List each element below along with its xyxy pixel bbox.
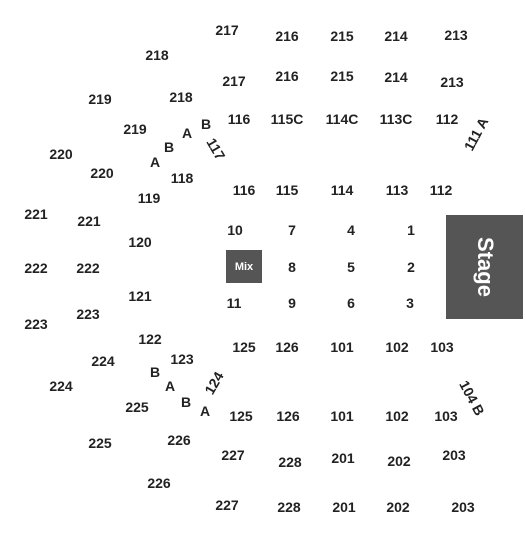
section-label-213[interactable]: 213 — [440, 74, 464, 90]
section-label-225[interactable]: 225 — [125, 399, 149, 415]
section-label-125[interactable]: 125 — [232, 339, 256, 355]
section-label-201[interactable]: 201 — [331, 450, 355, 466]
section-label-226[interactable]: 226 — [167, 432, 191, 448]
section-label-115[interactable]: 115 — [275, 182, 299, 198]
section-label-219[interactable]: 219 — [123, 121, 147, 137]
section-label-225[interactable]: 225 — [88, 435, 112, 451]
stage: Stage — [446, 215, 523, 319]
section-label-222[interactable]: 222 — [76, 260, 100, 276]
section-label-114[interactable]: 114 — [330, 182, 354, 198]
section-label-202[interactable]: 202 — [387, 453, 411, 469]
section-label-203[interactable]: 203 — [442, 447, 466, 463]
section-label-202[interactable]: 202 — [386, 499, 410, 515]
section-label-115c[interactable]: 115C — [270, 111, 304, 127]
section-label-228[interactable]: 228 — [277, 499, 301, 515]
section-label-116[interactable]: 116 — [227, 111, 251, 127]
section-label-227[interactable]: 227 — [221, 447, 245, 463]
section-label-228[interactable]: 228 — [278, 454, 302, 470]
section-label-9[interactable]: 9 — [288, 295, 296, 311]
section-label-221[interactable]: 221 — [77, 213, 101, 229]
section-label-112[interactable]: 112 — [429, 182, 453, 198]
section-label-122[interactable]: 122 — [138, 331, 162, 347]
section-label-214[interactable]: 214 — [384, 69, 408, 85]
section-label-103[interactable]: 103 — [434, 408, 458, 424]
stage-label: Stage — [472, 237, 498, 297]
section-label-201[interactable]: 201 — [332, 499, 356, 515]
section-label-221[interactable]: 221 — [24, 206, 48, 222]
section-label-124[interactable]: 124 — [201, 368, 227, 398]
section-label-222[interactable]: 222 — [24, 260, 48, 276]
row-label-a[interactable]: A — [199, 403, 211, 419]
section-label-7[interactable]: 7 — [288, 222, 296, 238]
section-label-102[interactable]: 102 — [385, 408, 409, 424]
section-label-223[interactable]: 223 — [76, 306, 100, 322]
section-label-112[interactable]: 112 — [435, 111, 459, 127]
section-label-227[interactable]: 227 — [215, 497, 239, 513]
section-label-116[interactable]: 116 — [232, 182, 256, 198]
row-label-a[interactable]: A — [164, 378, 176, 394]
section-label-213[interactable]: 213 — [444, 27, 468, 43]
section-label-8[interactable]: 8 — [288, 259, 296, 275]
section-label-217[interactable]: 217 — [222, 73, 246, 89]
section-label-104b[interactable]: 104 B — [456, 377, 488, 419]
section-label-226[interactable]: 226 — [147, 475, 171, 491]
row-label-b[interactable]: B — [163, 139, 175, 155]
section-label-125[interactable]: 125 — [229, 408, 253, 424]
mix-label: Mix — [234, 260, 254, 273]
section-label-224[interactable]: 224 — [91, 353, 115, 369]
section-label-6[interactable]: 6 — [347, 295, 355, 311]
section-label-215[interactable]: 215 — [330, 28, 354, 44]
section-label-203[interactable]: 203 — [451, 499, 475, 515]
row-label-a[interactable]: A — [181, 125, 193, 141]
section-label-114c[interactable]: 114C — [325, 111, 359, 127]
section-label-120[interactable]: 120 — [128, 234, 152, 250]
section-label-10[interactable]: 10 — [227, 222, 243, 238]
section-label-220[interactable]: 220 — [90, 165, 114, 181]
section-label-4[interactable]: 4 — [347, 222, 355, 238]
section-label-214[interactable]: 214 — [384, 28, 408, 44]
row-label-b[interactable]: B — [180, 394, 192, 410]
section-label-103[interactable]: 103 — [430, 339, 454, 355]
section-label-1[interactable]: 1 — [407, 222, 415, 238]
section-label-3[interactable]: 3 — [406, 295, 414, 311]
row-label-a[interactable]: A — [149, 154, 161, 170]
section-label-215[interactable]: 215 — [330, 68, 354, 84]
section-label-126[interactable]: 126 — [275, 339, 299, 355]
section-label-218[interactable]: 218 — [145, 47, 169, 63]
section-label-111a[interactable]: 111 A — [460, 114, 492, 154]
section-label-117[interactable]: 117 — [203, 135, 229, 163]
section-label-218[interactable]: 218 — [169, 89, 193, 105]
row-label-b[interactable]: B — [149, 364, 161, 380]
section-label-118[interactable]: 118 — [170, 170, 194, 186]
section-label-119[interactable]: 119 — [137, 190, 161, 206]
section-label-101[interactable]: 101 — [330, 339, 354, 355]
row-label-b[interactable]: B — [200, 116, 212, 132]
section-label-220[interactable]: 220 — [49, 146, 73, 162]
section-label-2[interactable]: 2 — [407, 259, 415, 275]
section-label-123[interactable]: 123 — [170, 351, 194, 367]
section-label-219[interactable]: 219 — [88, 91, 112, 107]
section-label-101[interactable]: 101 — [330, 408, 354, 424]
section-label-223[interactable]: 223 — [24, 316, 48, 332]
section-label-224[interactable]: 224 — [49, 378, 73, 394]
section-label-121[interactable]: 121 — [128, 288, 152, 304]
section-label-217[interactable]: 217 — [215, 22, 239, 38]
section-label-102[interactable]: 102 — [385, 339, 409, 355]
section-label-113c[interactable]: 113C — [379, 111, 413, 127]
section-label-126[interactable]: 126 — [276, 408, 300, 424]
section-label-113[interactable]: 113 — [385, 182, 409, 198]
section-label-216[interactable]: 216 — [275, 68, 299, 84]
section-label-5[interactable]: 5 — [347, 259, 355, 275]
section-label-216[interactable]: 216 — [275, 28, 299, 44]
mix-position: Mix — [226, 250, 262, 283]
section-label-11[interactable]: 11 — [226, 295, 242, 311]
